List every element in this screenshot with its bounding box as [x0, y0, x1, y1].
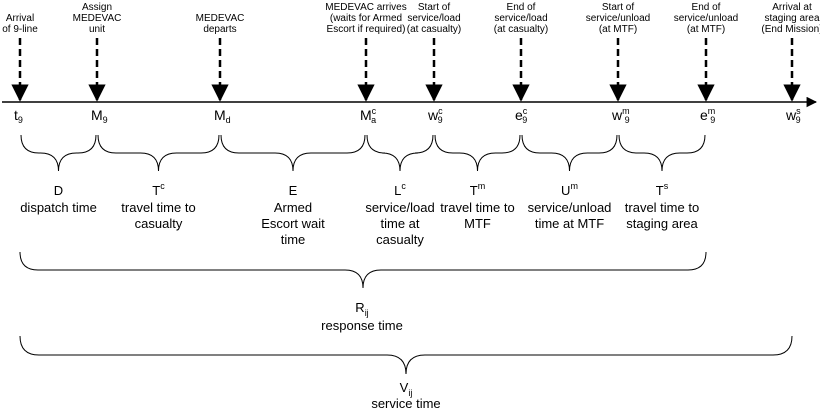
interval-brace [20, 134, 97, 172]
tick-label: t9 [14, 107, 23, 125]
interval-symbol: Lc [394, 181, 406, 198]
interval-label: dispatch time [20, 200, 97, 215]
service-label: service time [371, 396, 440, 411]
interval-brace [521, 134, 618, 172]
interval-brace [434, 134, 521, 172]
response-brace [19, 251, 707, 289]
interval-symbol: E [289, 183, 298, 198]
tick-label: M9 [91, 107, 108, 125]
service-symbol: Vij [400, 380, 413, 398]
interval-brace [97, 134, 220, 172]
response-symbol: Rij [355, 300, 368, 318]
interval-symbol: D [54, 183, 63, 198]
interval-symbol: Tm [470, 181, 485, 198]
response-label: response time [321, 318, 403, 333]
interval-symbol: Ts [656, 181, 669, 198]
interval-symbol: Tc [152, 181, 165, 198]
interval-brace [618, 134, 706, 172]
interval-symbol: Um [561, 181, 578, 198]
service-brace [19, 335, 793, 375]
interval-brace [220, 134, 366, 172]
tick-label: Md [214, 107, 231, 125]
interval-brace [366, 134, 434, 172]
